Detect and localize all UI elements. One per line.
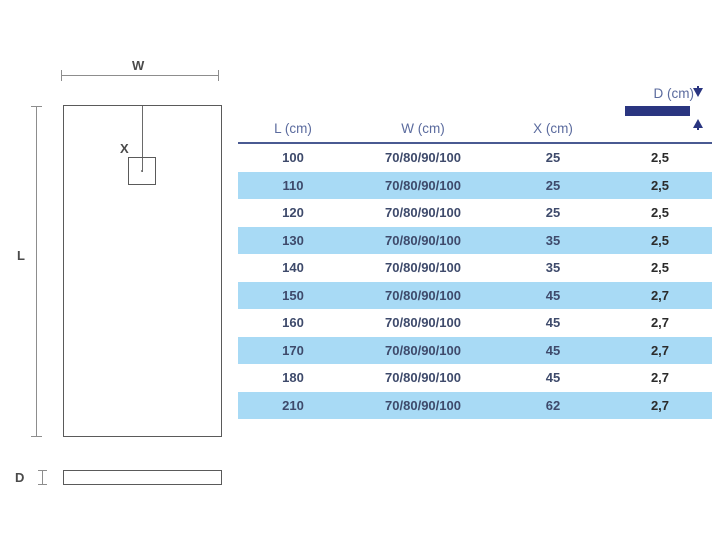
table-row: 180 70/80/90/100 45 2,7 <box>238 364 712 392</box>
cell-drain-offset: 35 <box>545 260 561 275</box>
column-header-width: W (cm) <box>401 121 445 136</box>
column-header-length: L (cm) <box>274 121 312 136</box>
cell-width: 70/80/90/100 <box>385 315 461 330</box>
drain-offset-label: X <box>120 141 130 156</box>
table-row: 100 70/80/90/100 25 2,5 <box>238 144 712 172</box>
table-body: 100 70/80/90/100 25 2,5 110 70/80/90/100 25 2,5… <box>238 144 712 419</box>
width-dimension-tick-left <box>61 70 62 81</box>
width-dimension-line <box>61 75 218 76</box>
table-row: 170 70/80/90/100 45 2,7 <box>238 336 712 364</box>
cell-depth: 2,5 <box>650 205 670 220</box>
cell-drain-offset: 25 <box>545 177 561 193</box>
cell-depth: 2,7 <box>650 397 670 413</box>
cell-length: 210 <box>282 397 304 413</box>
table-row: 150 70/80/90/100 45 2,7 <box>238 281 712 309</box>
table-row: 120 70/80/90/100 25 2,5 <box>238 199 712 227</box>
dimensions-table: L (cm) W (cm) X (cm) D (cm) 100 70/80/90/… <box>238 86 712 419</box>
cell-drain-offset: 35 <box>545 232 561 248</box>
length-dimension-label: L <box>17 248 26 263</box>
cell-length: 160 <box>282 315 304 330</box>
table-row: 130 70/80/90/100 35 2,5 <box>238 226 712 254</box>
table-row: 210 70/80/90/100 62 2,7 <box>238 391 712 419</box>
cell-drain-offset: 45 <box>545 315 561 330</box>
cell-depth: 2,7 <box>650 315 670 330</box>
cell-width: 70/80/90/100 <box>385 232 461 248</box>
cell-depth: 2,7 <box>650 370 670 385</box>
cell-length: 180 <box>282 370 304 385</box>
cell-width: 70/80/90/100 <box>385 205 461 220</box>
depth-dimension-line <box>42 470 43 484</box>
width-dimension-tick-right <box>218 70 219 81</box>
cell-length: 100 <box>282 150 304 165</box>
cell-width: 70/80/90/100 <box>385 150 461 165</box>
table-row: 160 70/80/90/100 45 2,7 <box>238 309 712 337</box>
cell-drain-offset: 25 <box>545 150 561 165</box>
arrow-up-icon <box>693 119 703 128</box>
cell-drain-offset: 25 <box>545 205 561 220</box>
table-header-rule <box>238 142 712 144</box>
cell-length: 130 <box>282 232 304 248</box>
length-dimension-tick-top <box>31 106 42 107</box>
cell-length: 120 <box>282 205 304 220</box>
cell-length: 150 <box>282 287 304 303</box>
arrow-up-stem <box>697 126 699 130</box>
cell-drain-offset: 62 <box>545 397 561 413</box>
cell-drain-offset: 45 <box>545 287 561 303</box>
drain-center-dot <box>141 170 143 172</box>
width-dimension-label: W <box>132 58 145 73</box>
cell-length: 140 <box>282 260 304 275</box>
table-row: 110 70/80/90/100 25 2,5 <box>238 171 712 199</box>
depth-dimension-label: D <box>15 470 25 485</box>
table-row: 140 70/80/90/100 35 2,5 <box>238 254 712 282</box>
arrow-down-icon <box>693 88 703 97</box>
cell-width: 70/80/90/100 <box>385 287 461 303</box>
cell-width: 70/80/90/100 <box>385 177 461 193</box>
cell-width: 70/80/90/100 <box>385 370 461 385</box>
column-header-depth-group: D (cm) <box>608 86 712 138</box>
column-header-drain-offset: X (cm) <box>533 121 573 136</box>
cell-drain-offset: 45 <box>545 342 561 358</box>
column-header-depth: D (cm) <box>653 86 695 101</box>
cell-depth: 2,7 <box>650 342 670 358</box>
table-header-row: L (cm) W (cm) X (cm) D (cm) <box>238 86 712 142</box>
drain-square <box>128 157 156 185</box>
cell-depth: 2,5 <box>650 260 670 275</box>
cell-depth: 2,5 <box>650 232 670 248</box>
cell-depth: 2,5 <box>650 150 670 165</box>
cell-length: 110 <box>282 177 304 193</box>
shower-tray-side-profile <box>63 470 222 485</box>
drain-position-line <box>142 106 144 172</box>
cell-length: 170 <box>282 342 304 358</box>
length-dimension-line <box>36 106 37 436</box>
cell-width: 70/80/90/100 <box>385 260 461 275</box>
cell-depth: 2,5 <box>650 177 670 193</box>
length-dimension-tick-bottom <box>31 436 42 437</box>
cell-drain-offset: 45 <box>545 370 561 385</box>
cell-width: 70/80/90/100 <box>385 397 461 413</box>
cell-depth: 2,7 <box>650 287 670 303</box>
depth-dimension-tick-top <box>38 470 47 471</box>
depth-dimension-tick-bottom <box>38 484 47 485</box>
depth-thickness-bar <box>625 106 690 116</box>
shower-tray-drawing: W L X D <box>0 0 240 540</box>
cell-width: 70/80/90/100 <box>385 342 461 358</box>
